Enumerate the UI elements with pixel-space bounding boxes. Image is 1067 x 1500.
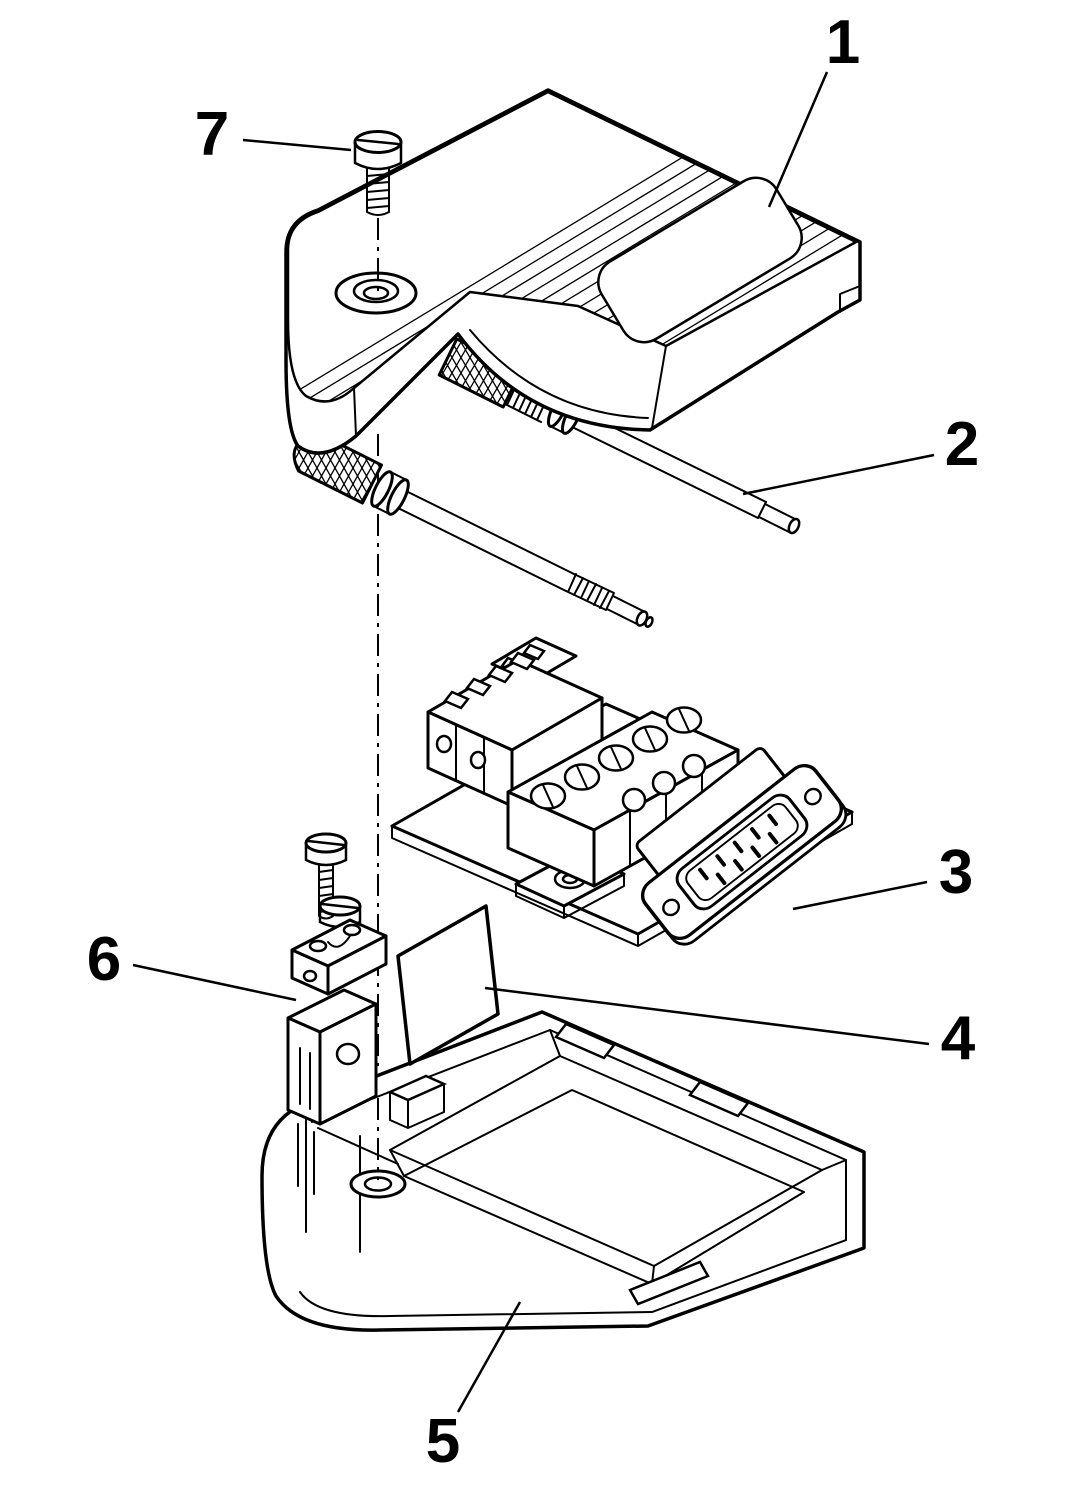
terminal-block-front <box>506 706 740 888</box>
callouts: 1 2 3 4 5 6 7 <box>87 8 979 1476</box>
callout-5-label: 5 <box>426 1407 460 1476</box>
clamp-saddle-front-hole <box>302 969 318 983</box>
callout-7-label: 7 <box>195 100 229 169</box>
bottom-cover-part <box>260 1010 866 1332</box>
cable-clamp-part <box>286 832 388 1195</box>
callout-1-leader <box>767 71 829 208</box>
terminal-screws <box>529 706 703 810</box>
latch-block-sides <box>389 1083 445 1129</box>
clamp-bracket-hole <box>335 1042 361 1066</box>
front-rim-notch <box>628 1260 710 1306</box>
insulating-plate <box>396 904 500 1066</box>
clamp-screw-lower <box>318 895 362 978</box>
cavity-corner-edges <box>389 1029 847 1285</box>
clamp-legs <box>297 1123 315 1195</box>
clamp-saddle-hole-1 <box>308 939 328 953</box>
clamp-saddle-hole-2 <box>342 923 362 937</box>
insulating-plate-part <box>396 904 500 1066</box>
clamp-bracket-groove <box>299 1047 311 1110</box>
clamp-saddle-side <box>326 934 388 996</box>
rim-inner-edge <box>299 1029 847 1318</box>
flange-hole-left <box>662 898 681 917</box>
cover-edges <box>353 285 861 437</box>
flange-hole-right <box>803 787 822 806</box>
cover-top-rim <box>286 90 858 403</box>
screw-boss-hole <box>363 1176 393 1192</box>
callout-6-label: 6 <box>87 925 121 994</box>
connector-assembly-part <box>390 636 854 947</box>
callout-3-leader <box>792 880 928 911</box>
screw-hole-inner <box>362 285 390 301</box>
connector-pins <box>698 813 779 886</box>
clamp-bracket-front <box>286 1016 322 1126</box>
callout-3-label: 3 <box>939 838 973 907</box>
callout-5-leader <box>456 1301 522 1413</box>
callout-4-leader <box>484 986 930 1046</box>
clamp-screw-upper <box>304 832 348 920</box>
d-shell-inner <box>685 802 799 902</box>
clamp-saddle-notch <box>327 935 351 948</box>
callout-2-leader <box>742 453 935 496</box>
rim-notch-1 <box>554 1022 616 1060</box>
cover-screw-head-side <box>353 138 403 171</box>
cover-screw-part <box>353 130 403 216</box>
d-sub-connector <box>635 747 848 946</box>
cover-screw-shank <box>366 167 390 216</box>
callout-7-leader <box>242 138 352 152</box>
callout-4-label: 4 <box>941 1004 976 1073</box>
callout-6-leader <box>132 963 297 1002</box>
callout-2-label: 2 <box>945 410 979 479</box>
rim-notch-2 <box>688 1080 750 1118</box>
callout-1-label: 1 <box>826 8 860 77</box>
label-patch <box>597 176 803 344</box>
mounting-ear-thickness <box>515 873 625 919</box>
